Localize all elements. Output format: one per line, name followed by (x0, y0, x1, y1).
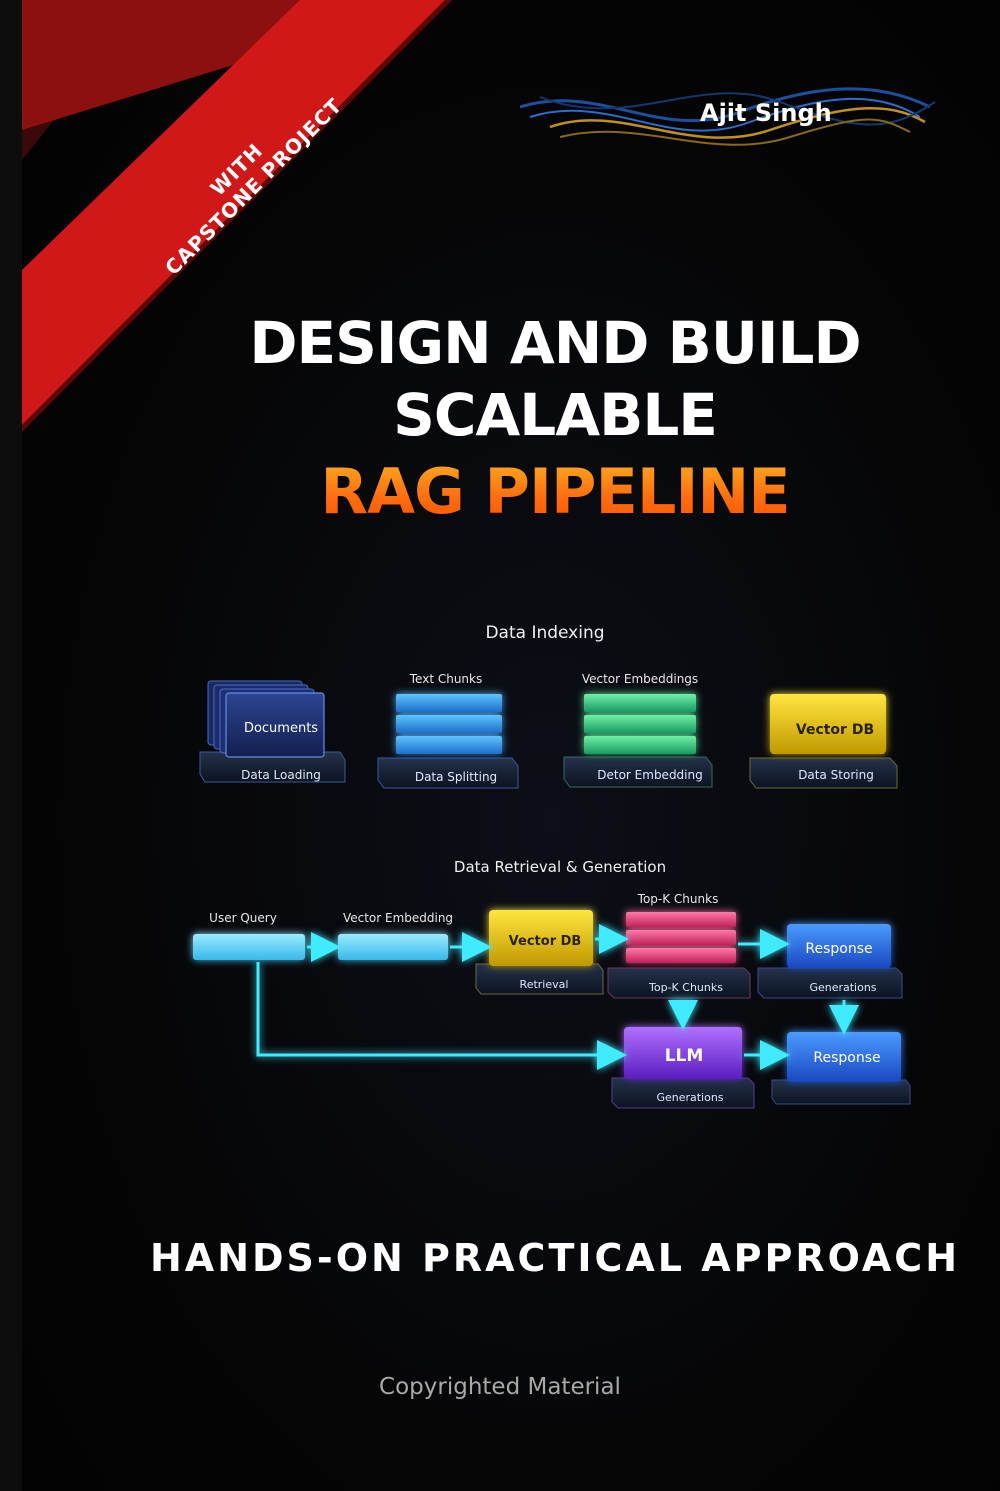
vector-embeddings-label: Vector Embeddings (582, 672, 698, 686)
top-k-chunks-block (626, 912, 736, 963)
vector-db-label-indexing: Vector DB (796, 722, 874, 738)
llm-block (624, 1027, 742, 1079)
documents-block: Documents (207, 680, 325, 758)
step-retrieval: Retrieval (520, 978, 569, 991)
retrieval-base-3: Generations (757, 967, 903, 999)
title-line-1: DESIGN AND BUILD (249, 309, 861, 377)
retrieval-base-2: Top-K Chunks (607, 967, 751, 999)
user-query-block (193, 934, 305, 960)
documents-label: Documents (244, 721, 318, 736)
retrieval-arrows (256, 924, 859, 1070)
subtitle: HANDS-ON PRACTICAL APPROACH (150, 1236, 960, 1280)
step-data-loading: Data Loading (241, 768, 321, 782)
retrieval-base-4: Generations (611, 1077, 755, 1109)
llm-label: LLM (665, 1046, 704, 1066)
author-swirl-decoration (520, 87, 936, 146)
top-k-chunks-label: Top-K Chunks (637, 892, 719, 906)
step-vector-embedding: Detor Embedding (597, 768, 702, 782)
step-generations-bottom: Generations (656, 1091, 723, 1104)
text-chunks-label: Text Chunks (409, 672, 482, 686)
step-data-storing: Data Storing (798, 768, 874, 782)
retrieval-base-5 (771, 1079, 911, 1105)
retrieval-base-1: Retrieval (475, 963, 604, 995)
corner-ribbon (22, 0, 452, 432)
indexing-base-1: Data Loading (199, 751, 346, 783)
vector-embedding-block (338, 934, 448, 960)
indexing-heading: Data Indexing (485, 623, 604, 643)
response-block-bottom (787, 1032, 901, 1082)
vector-embeddings-block (584, 694, 696, 754)
response-block-top (787, 924, 891, 968)
retrieval-heading: Data Retrieval & Generation (454, 858, 666, 876)
cover-spine (0, 0, 22, 1491)
step-data-splitting: Data Splitting (415, 770, 497, 784)
indexing-base-2: Data Splitting (377, 757, 519, 789)
vector-db-label-retrieval: Vector DB (509, 934, 582, 949)
step-top-k-chunks: Top-K Chunks (648, 981, 723, 994)
step-generations-top: Generations (809, 981, 876, 994)
response-label-bottom: Response (813, 1050, 880, 1066)
vector-db-block-indexing (770, 694, 886, 754)
copyright-notice: Copyrighted Material (379, 1374, 621, 1400)
indexing-base-3: Detor Embedding (563, 756, 713, 788)
title-line-2: SCALABLE (393, 381, 718, 449)
indexing-base-4: Data Storing (749, 757, 898, 789)
response-label-top: Response (805, 941, 872, 957)
vector-embedding-label: Vector Embedding (343, 911, 453, 925)
title-line-3: RAG PIPELINE (130, 457, 980, 527)
vector-db-block-retrieval (489, 910, 593, 966)
text-chunks-block (396, 694, 502, 754)
user-query-label: User Query (209, 911, 277, 925)
author-name: Ajit Singh (700, 99, 832, 127)
